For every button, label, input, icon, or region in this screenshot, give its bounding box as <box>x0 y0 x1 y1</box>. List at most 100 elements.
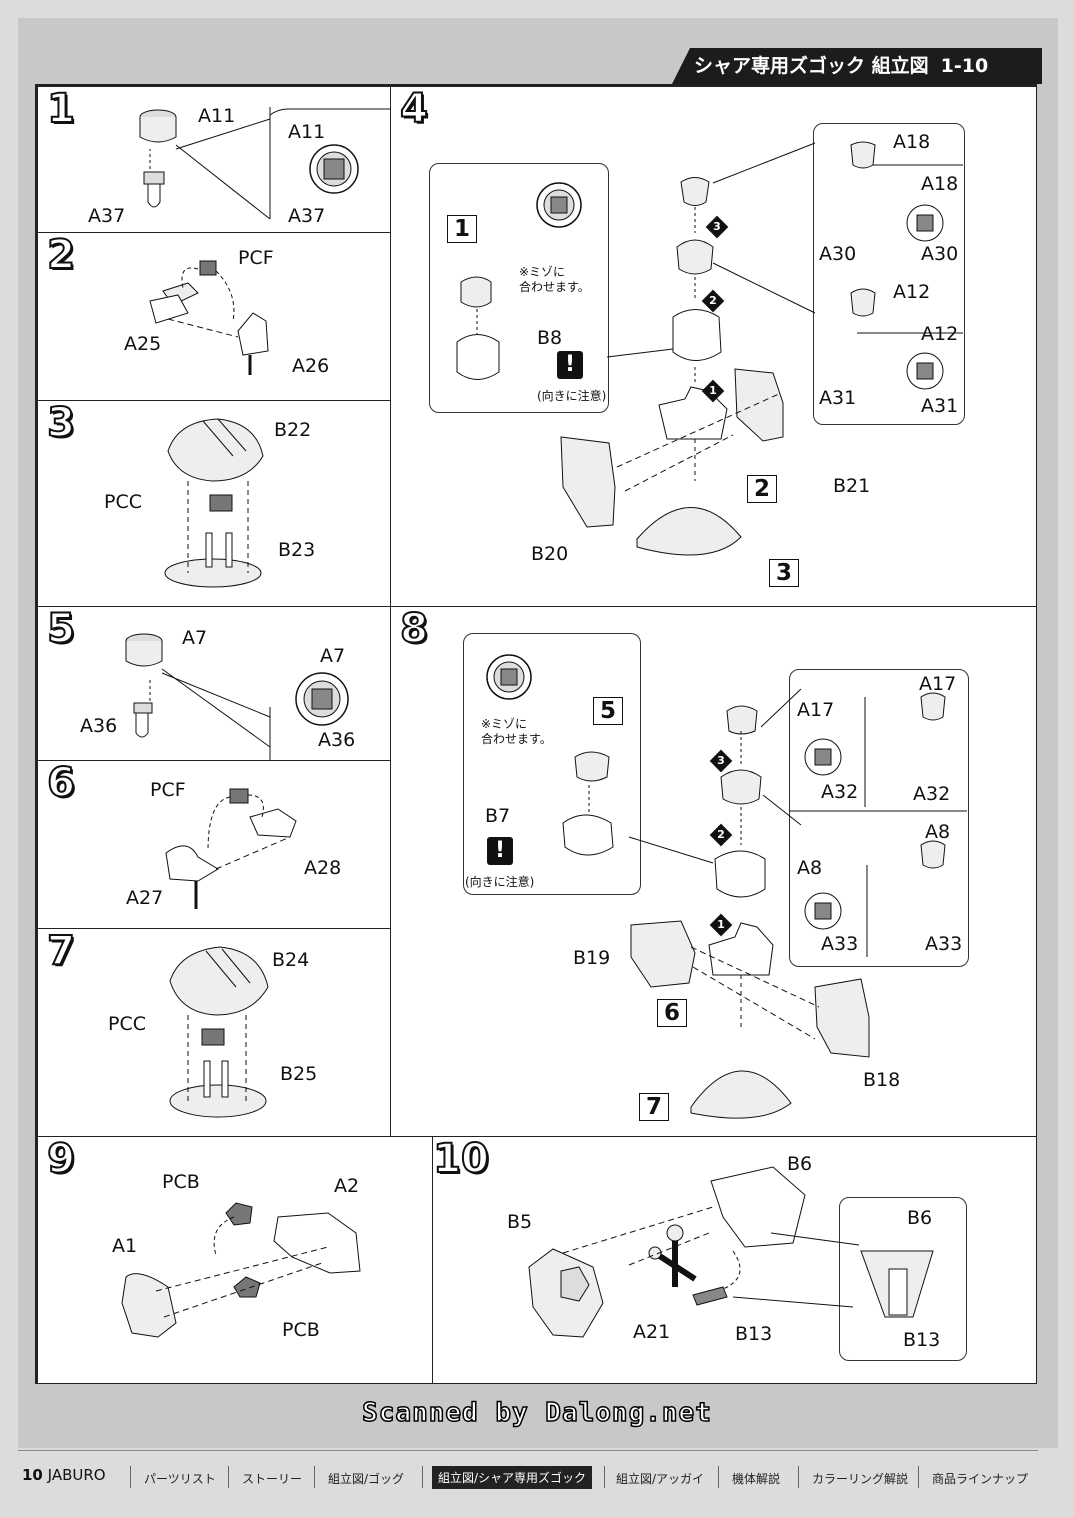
part-label: B25 <box>280 1063 318 1085</box>
part-label: A8 <box>797 857 823 879</box>
step-9-illustration <box>121 1202 361 1338</box>
part-label: A37 <box>288 205 326 227</box>
nav-item-assembly-gogg[interactable]: 組立図/ゴッグ <box>328 1472 405 1486</box>
page-number: 10 JABURO <box>22 1466 106 1484</box>
step-number: 7 <box>46 928 76 974</box>
part-label: A1 <box>112 1235 138 1257</box>
step-1-panel: 1 A11 A37 A11 A37 <box>37 86 392 234</box>
part-label: B24 <box>272 949 310 971</box>
nav-separator <box>314 1466 315 1488</box>
page-title: シャア専用ズゴック 組立図 <box>694 55 929 77</box>
part-label: B8 <box>537 327 563 349</box>
step-number: 10 <box>433 1136 490 1182</box>
part-label: B6 <box>787 1153 813 1175</box>
part-label: A28 <box>304 857 342 879</box>
part-label: A33 <box>925 933 963 955</box>
step-6-panel: 6 PCF A28 A27 <box>37 760 392 930</box>
step-3-panel: 3 B22 PCC B23 <box>37 400 392 608</box>
reference-number: 2 <box>747 475 777 503</box>
part-label: A21 <box>633 1321 671 1343</box>
nav-item-mecha-explanation[interactable]: 機体解説 <box>732 1472 781 1486</box>
nav-separator <box>718 1466 719 1488</box>
part-label: A11 <box>288 121 326 143</box>
instructions-frame: 1 A11 A37 A11 A37 2 <box>35 84 1037 1384</box>
part-label: PCF <box>150 779 186 801</box>
caution-note: (向きに注意) <box>465 875 535 889</box>
note-line: ※ミゾに <box>519 265 566 279</box>
part-label: A32 <box>913 783 951 805</box>
step-4-illustration <box>456 141 963 556</box>
nav-item-story[interactable]: ストーリー <box>242 1472 303 1486</box>
note-line: 合わせます。 <box>519 280 590 294</box>
note-line: ※ミゾに <box>481 717 528 731</box>
step-7-illustration <box>169 946 269 1118</box>
part-label: A7 <box>320 645 346 667</box>
part-label: B22 <box>274 419 312 441</box>
part-label: A26 <box>292 355 330 377</box>
part-label: A30 <box>921 243 959 265</box>
caution-note: (向きに注意) <box>537 389 607 403</box>
reference-number: 3 <box>769 559 799 587</box>
step-4-panel: 4 1 ※ミゾに 合わせます。 ! (向きに注意) <box>390 86 1037 608</box>
order-marker: 3 <box>709 749 733 773</box>
step-5-panel: 5 A7 A36 A7 A36 <box>37 606 392 762</box>
part-label: A25 <box>124 333 162 355</box>
part-label: A27 <box>126 887 164 909</box>
part-label: B18 <box>863 1069 901 1091</box>
part-label: PCC <box>104 491 142 513</box>
step-number: 5 <box>46 606 76 652</box>
part-label: B20 <box>531 543 569 565</box>
part-label: A37 <box>88 205 126 227</box>
nav-item-assembly-char-zgok[interactable]: 組立図/シャア専用ズゴック <box>432 1466 593 1489</box>
step-2-illustration <box>149 260 269 375</box>
part-label: PCB <box>162 1171 200 1193</box>
part-label: A7 <box>182 627 208 649</box>
nav-item-coloring[interactable]: カラーリング解説 <box>812 1472 909 1486</box>
part-label: A32 <box>821 781 859 803</box>
footer-divider <box>18 1450 1038 1451</box>
part-label: A18 <box>921 173 959 195</box>
step-2-panel: 2 PCF A25 A26 <box>37 232 392 402</box>
note-line: 合わせます。 <box>481 732 552 746</box>
caution-icon: ! <box>487 837 513 865</box>
nav-separator <box>918 1466 919 1488</box>
page-section: 1-10 <box>940 55 989 77</box>
step-8-illustration <box>486 654 967 1119</box>
part-label: B19 <box>573 947 611 969</box>
part-label: A36 <box>80 715 118 737</box>
order-marker: 2 <box>701 289 725 313</box>
part-label: A30 <box>819 243 857 265</box>
step-number: 3 <box>46 400 76 446</box>
step-number: 4 <box>399 86 429 132</box>
part-label: A36 <box>318 729 356 751</box>
step-number: 2 <box>46 232 76 278</box>
part-label: A12 <box>893 281 931 303</box>
nav-item-assembly-acguy[interactable]: 組立図/アッガイ <box>616 1472 705 1486</box>
order-marker: 3 <box>705 215 729 239</box>
part-label: A12 <box>921 323 959 345</box>
part-label: PCB <box>282 1319 320 1341</box>
part-label: B13 <box>903 1329 941 1351</box>
page-header: シャア専用ズゴック 組立図 1-10 <box>672 48 1042 84</box>
nav-item-parts-list[interactable]: パーツリスト <box>144 1472 216 1486</box>
step-3-illustration <box>164 418 264 588</box>
alignment-note: ※ミゾに 合わせます。 <box>481 717 552 747</box>
alignment-note: ※ミゾに 合わせます。 <box>519 265 590 295</box>
part-label: A17 <box>919 673 957 695</box>
reference-number: 6 <box>657 999 687 1027</box>
scan-watermark: Scanned by Dalong.net <box>361 1397 712 1429</box>
part-label: PCC <box>108 1013 146 1035</box>
part-label: A8 <box>925 821 951 843</box>
step-number: 6 <box>46 760 76 806</box>
step-6-illustration <box>165 788 297 909</box>
part-label: B13 <box>735 1323 773 1345</box>
nav-item-lineup[interactable]: 商品ラインナップ <box>932 1472 1029 1486</box>
nav-separator <box>422 1466 423 1488</box>
part-label: PCF <box>238 247 274 269</box>
order-marker: 1 <box>701 379 725 403</box>
nav-separator <box>604 1466 605 1488</box>
part-label: A31 <box>921 395 959 417</box>
reference-number: 1 <box>447 215 477 243</box>
part-label: A33 <box>821 933 859 955</box>
part-label: A31 <box>819 387 857 409</box>
